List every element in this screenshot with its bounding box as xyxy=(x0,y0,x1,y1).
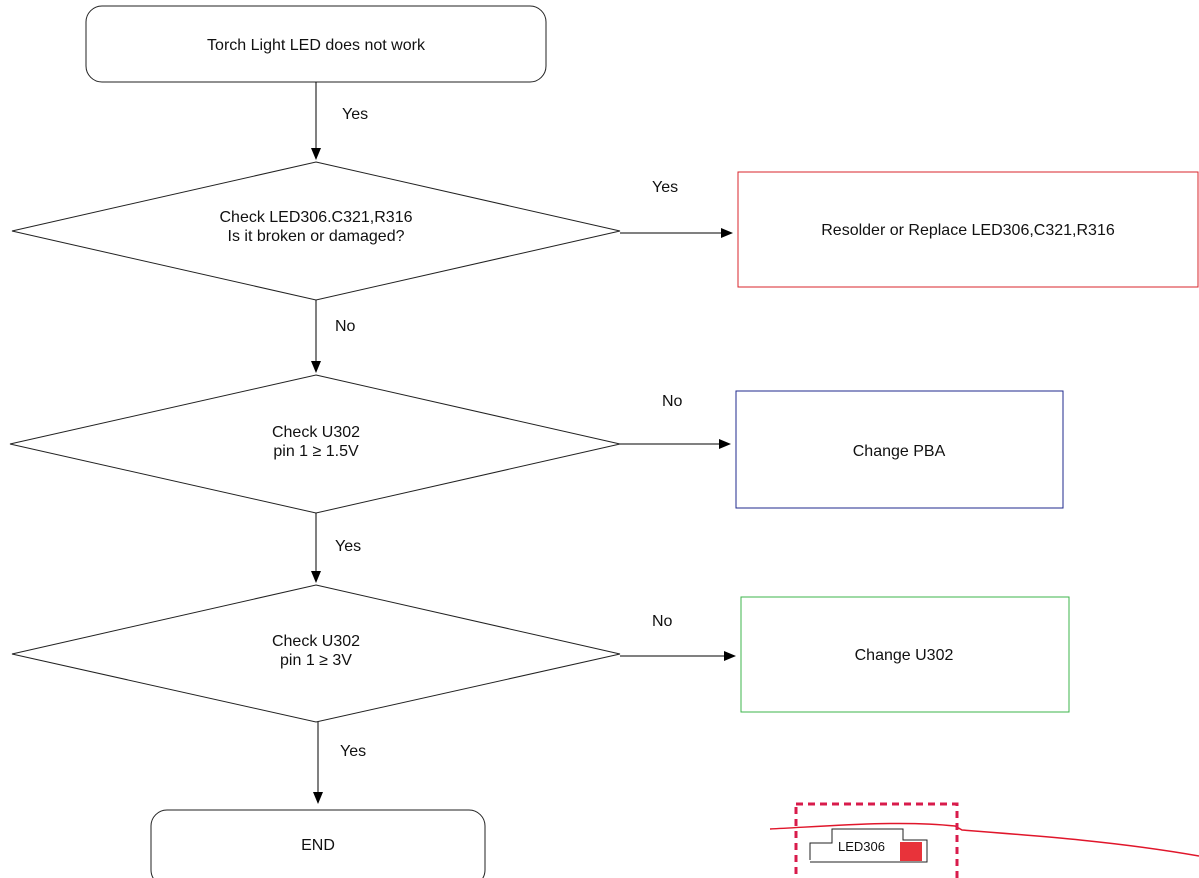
decision-2-line-1: Check U302 xyxy=(272,424,360,441)
action-1-label: Resolder or Replace LED306,C321,R316 xyxy=(821,222,1115,239)
end-terminal-label: END xyxy=(301,837,335,854)
edge-label-decision-1-to-decision-2: No xyxy=(335,318,356,335)
pcb-inset: LED306 xyxy=(769,802,1199,878)
edge-label-decision-2-to-action-2: No xyxy=(662,393,683,410)
decision-1-line-1: Check LED306.C321,R316 xyxy=(219,209,412,226)
action-2-label: Change PBA xyxy=(853,443,946,460)
edge-label-decision-3-to-action-3: No xyxy=(652,613,673,630)
end-terminal xyxy=(150,809,486,878)
action-3-label: Change U302 xyxy=(855,647,954,664)
decision-2-line-2: pin 1 ≥ 1.5V xyxy=(273,443,359,460)
edge-label-start-to-decision-1: Yes xyxy=(342,106,368,123)
edge-label-decision-2-to-decision-3: Yes xyxy=(335,538,361,555)
action-2-box xyxy=(735,390,1064,509)
decision-3-line-1: Check U302 xyxy=(272,633,360,650)
inset-highlight-frame xyxy=(794,802,959,878)
decision-3-diamond xyxy=(11,584,621,723)
led306-footprint-outline xyxy=(809,828,928,863)
decision-3-line-2: pin 1 ≥ 3V xyxy=(280,652,352,669)
led306-label: LED306 xyxy=(838,839,885,854)
action-3-box xyxy=(740,596,1070,713)
action-1-box xyxy=(737,171,1199,288)
led306-pad-highlight xyxy=(900,842,922,861)
start-terminal-label: Torch Light LED does not work xyxy=(207,37,426,54)
pcb-trace-line xyxy=(769,822,1199,857)
edge-label-decision-3-to-end: Yes xyxy=(340,743,366,760)
decision-1-line-2: Is it broken or damaged? xyxy=(228,228,405,245)
edge-label-decision-1-to-action-1: Yes xyxy=(652,179,678,196)
